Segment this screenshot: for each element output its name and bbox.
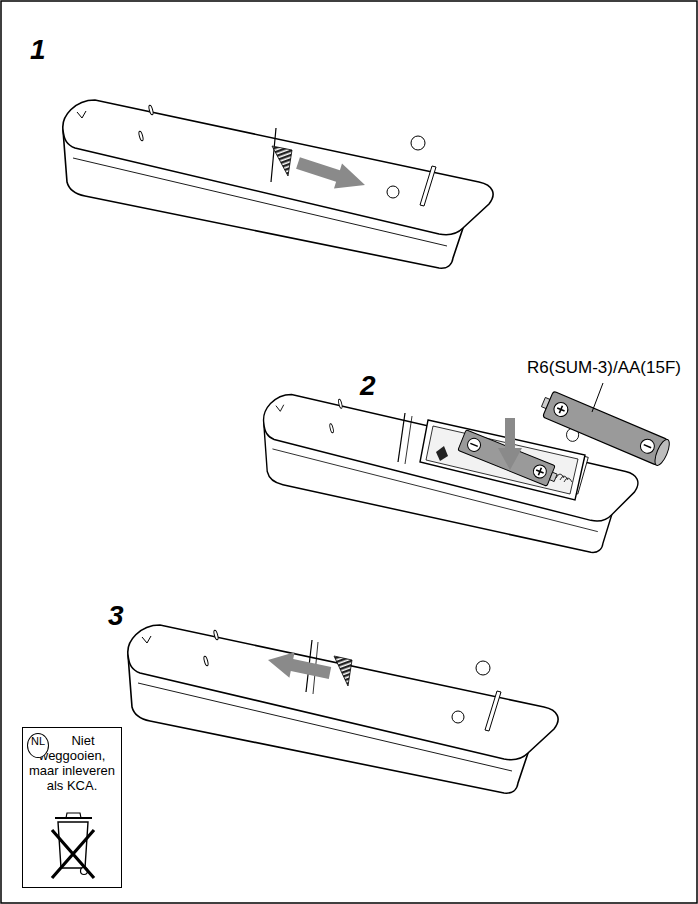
country-badge: NL: [27, 733, 49, 758]
battery-type-label: R6(SUM-3)/AA(15F): [527, 359, 681, 376]
step-number: 3: [108, 602, 124, 630]
note-text: NL: [28, 734, 48, 749]
step-number: 1: [30, 36, 46, 64]
recycling-note-box: Niet weggooien, maar inleveren als KCA.N…: [22, 727, 122, 888]
step-number: 2: [360, 372, 376, 400]
